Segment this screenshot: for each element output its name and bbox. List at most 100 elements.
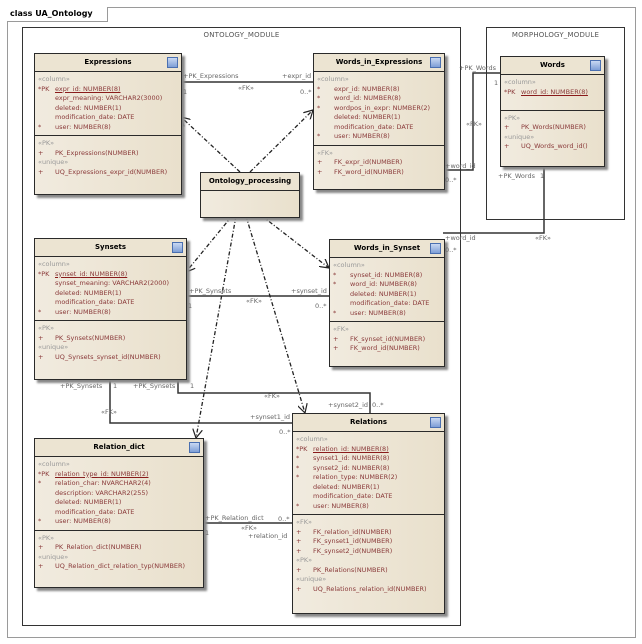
fk-words-wis (443, 166, 545, 234)
package-morphology-module[interactable]: MORPHOLOGY_MODULE (486, 27, 625, 220)
row-text: UQ_Expressions_expr_id(NUMBER) (55, 167, 168, 176)
fk-words-wie (443, 72, 500, 171)
table-section: «PK»+PK_Relation_dict(NUMBER)«unique»+UQ… (35, 529, 203, 575)
table-row[interactable]: *synset1_id: NUMBER(8) (296, 454, 444, 464)
table-row[interactable]: +FK_synset2_id(NUMBER) (296, 547, 444, 557)
table-row[interactable]: +FK_synset1_id(NUMBER) (296, 537, 444, 547)
table-row[interactable]: *word_id: NUMBER(8) (317, 94, 444, 104)
table-title-text: Words_in_Synset (353, 244, 421, 252)
table-row[interactable]: +FK_expr_id(NUMBER) (317, 158, 444, 168)
table-row[interactable]: *wordpos_in_expr: NUMBER(2) (317, 104, 444, 114)
table-row[interactable]: *user: NUMBER(8) (38, 517, 203, 527)
table-row[interactable]: +FK_word_id(NUMBER) (333, 344, 444, 354)
table-row[interactable]: +FK_relation_id(NUMBER) (296, 528, 444, 538)
table-wis[interactable]: Words_in_Synset«column»*synset_id: NUMBE… (329, 239, 445, 367)
stereotype-label: «PK» (504, 113, 521, 122)
table-wie[interactable]: Words_in_Expressions«column»*expr_id: NU… (313, 53, 445, 190)
table-row[interactable]: *relation_type: NUMBER(2) (296, 473, 444, 483)
row-marker: + (296, 537, 302, 545)
table-row[interactable]: +UQ_Synsets_synset_id(NUMBER) (38, 353, 186, 363)
table-row[interactable]: +PK_Relation_dict(NUMBER) (38, 543, 203, 553)
table-row[interactable]: deleted: NUMBER(1) (317, 113, 444, 123)
table-row[interactable]: * synset2_id: NUMBER(8) (296, 464, 444, 474)
table-row[interactable]: deleted: NUMBER(1) (333, 290, 444, 300)
table-row[interactable]: *user: NUMBER(8) (333, 309, 444, 319)
table-row[interactable]: *synset_id: NUMBER(8) (333, 271, 444, 281)
connector-label: +PK_Synsets (133, 382, 176, 390)
row-text: user: NUMBER(8) (55, 517, 111, 525)
table-row[interactable]: *relation_char: NVARCHAR2(4) (38, 479, 203, 489)
table-row[interactable]: modification_date: DATE (296, 492, 444, 502)
table-row[interactable]: modification_date: DATE (38, 113, 181, 123)
table-row[interactable]: deleted: NUMBER(1) (38, 289, 186, 299)
dependency-reldict (196, 215, 237, 438)
row-text: FK_relation_id(NUMBER) (313, 527, 392, 536)
table-title-text: Relation_dict (93, 443, 145, 451)
row-text: deleted: NUMBER(1) (55, 103, 122, 112)
table-row[interactable]: +PK_Relations(NUMBER) (296, 566, 444, 576)
row-marker: * (333, 308, 337, 317)
stereotype-label: «FK» (317, 148, 333, 157)
table-section: «PK»+PK_Words(NUMBER)«unique»+UQ_Words_w… (501, 109, 604, 155)
table-row[interactable]: description: VARCHAR2(255) (38, 489, 203, 499)
table-row[interactable]: synset_meaning: VARCHAR2(2000) (38, 279, 186, 289)
table-row[interactable]: *user: NUMBER(8) (296, 502, 444, 512)
table-row[interactable]: +PK_Expressions(NUMBER) (38, 149, 181, 159)
table-row[interactable]: +FK_word_id(NUMBER) (317, 168, 444, 178)
table-title-text: Relations (350, 418, 387, 426)
table-row[interactable]: *word_id: NUMBER(8) (333, 280, 444, 290)
table-row[interactable]: +PK_Words(NUMBER) (504, 123, 604, 133)
table-row[interactable]: +PK_Synsets(NUMBER) (38, 334, 186, 344)
table-title-text: Words (540, 61, 565, 69)
table-row[interactable]: +UQ_Relations_relation_id(NUMBER) (296, 585, 444, 595)
row-text: PK_Relation_dict(NUMBER) (55, 543, 142, 551)
table-ontproc[interactable]: Ontology_processing (200, 172, 300, 218)
stereotype-label: «column» (38, 75, 70, 83)
connector-label: 1 (205, 529, 210, 537)
stereotype-label: «unique» (38, 343, 69, 351)
table-title: Synsets (35, 239, 186, 257)
table-row[interactable]: deleted: NUMBER(1) (38, 104, 181, 114)
table-row[interactable]: modification_date: DATE (38, 298, 186, 308)
table-row[interactable]: +UQ_Words_word_id() (504, 142, 604, 152)
table-row[interactable]: modification_date: DATE (38, 508, 203, 518)
row-marker: + (38, 352, 44, 361)
table-row[interactable]: deleted: NUMBER(1) (38, 498, 203, 508)
row-text: FK_expr_id(NUMBER) (334, 158, 403, 166)
row-text: synset2_id: NUMBER(8) (313, 463, 390, 472)
row-text: user: NUMBER(8) (55, 122, 111, 131)
connector-label: +synset1_id (250, 413, 291, 421)
row-marker: * (296, 463, 300, 472)
table-row[interactable]: expr_meaning: VARCHAR2(3000) (38, 94, 181, 104)
table-row[interactable]: +FK_synset_id(NUMBER) (333, 335, 444, 345)
table-row[interactable]: modification_date: DATE (333, 299, 444, 309)
table-row[interactable]: *expr_id: NUMBER(8) (317, 85, 444, 95)
table-row[interactable] (504, 97, 604, 107)
stereotype-label: «FK» (296, 518, 312, 526)
table-row[interactable]: +UQ_Relation_dict_relation_typ(NUMBER) (38, 562, 203, 572)
table-row[interactable]: *user: NUMBER(8) (38, 308, 186, 318)
row-marker: + (317, 167, 323, 176)
row-text: UQ_Relations_relation_id(NUMBER) (313, 584, 427, 593)
table-row[interactable]: +UQ_Expressions_expr_id(NUMBER) (38, 168, 181, 178)
table-row[interactable]: *user: NUMBER(8) (38, 123, 181, 133)
stereotype-label: «column» (317, 75, 349, 83)
table-row[interactable]: deleted: NUMBER(1) (296, 483, 444, 493)
connector-label: 1 (540, 172, 545, 180)
table-row[interactable]: modification_date: DATE (317, 123, 444, 133)
dependency-wis (261, 215, 329, 268)
table-row[interactable]: *user: NUMBER(8) (317, 132, 444, 142)
package-ontology-module[interactable]: ONTOLOGY_MODULE (22, 27, 461, 626)
row-text: deleted: NUMBER(1) (313, 482, 380, 491)
